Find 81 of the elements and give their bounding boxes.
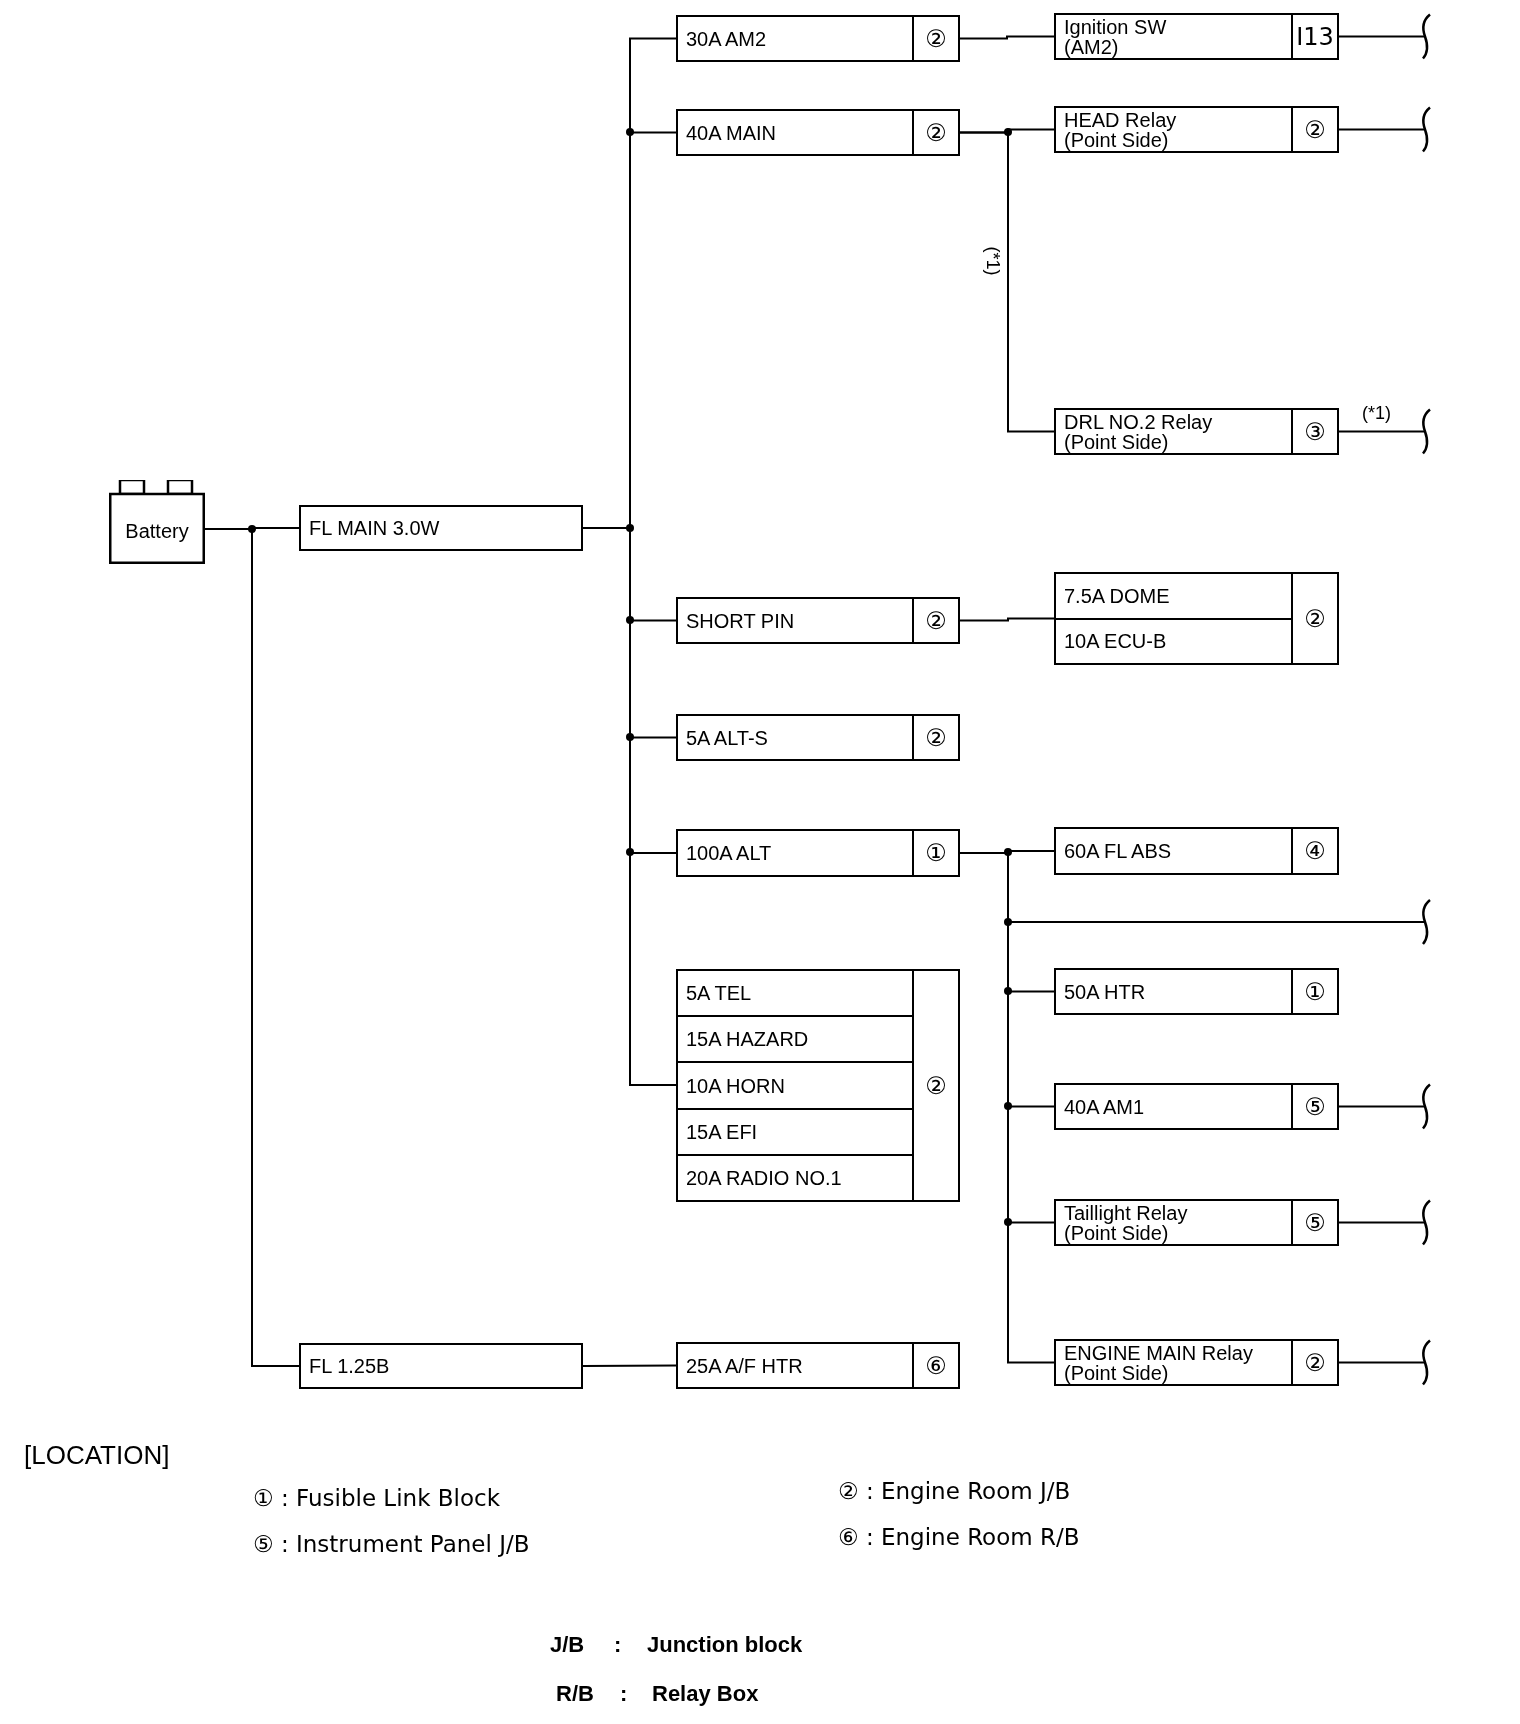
location-number: ② [1291,1341,1337,1384]
location-number: ② [912,716,958,759]
fuse-box [1054,1083,1339,1130]
location-number: ① [912,831,958,875]
location-number: ⑤ [1291,1085,1337,1128]
fuse-box [676,109,960,156]
fusible-link-box [299,505,583,551]
component-label: FL 1.25B [308,1354,391,1379]
component-label: 100A ALT [685,841,773,866]
fuse-box [1054,13,1339,60]
location-number: ③ [1291,410,1337,453]
fuse-box [1054,106,1339,153]
component-label: 50A HTR [1063,979,1147,1005]
legend-text: ① : Fusible Link Block [253,1485,500,1511]
component-label: 20A RADIO NO.1 [678,1153,912,1200]
location-number: I13 [1291,15,1337,58]
fuse-box [1054,827,1339,875]
component-label: 5A TEL [685,981,753,1007]
location-number: ⑤ [1291,1201,1337,1244]
wire [1338,430,1426,433]
location-number: ① [1291,970,1337,1013]
component-label: Taillight Relay (Point Side) [1063,1201,1189,1244]
component-label: 30A AM2 [685,26,768,52]
component-label: 5A ALT-S [685,725,769,751]
fusible-link-box [299,1343,583,1389]
fuse-box [676,714,960,761]
location-number: ② [912,599,958,642]
location-number: ② [912,111,958,154]
legend-text: : [614,1632,622,1658]
edge-label: (*1) [1362,403,1391,422]
legend-text: Junction block [647,1632,803,1658]
component-label: FL MAIN 3.0W [308,516,441,541]
component-label: 15A EFI [678,1107,912,1154]
component-label: DRL NO.2 Relay (Point Side) [1063,410,1214,453]
component-label: 60A FL ABS [1063,839,1173,864]
component-label: SHORT PIN [685,608,796,634]
location-number: ② [1291,108,1337,151]
fuse-box [676,969,960,1202]
location-number: ⑥ [912,1344,958,1387]
legend-text: ⑥ : Engine Room R/B [838,1524,1080,1550]
fuse-box [1054,1339,1339,1386]
legend-text: ⑤ : Instrument Panel J/B [253,1531,530,1557]
fuse-box [676,829,960,877]
component-label: Ignition SW (AM2) [1063,15,1168,58]
component-label: ENGINE MAIN Relay (Point Side) [1063,1341,1254,1384]
component-label: 40A AM1 [1063,1094,1146,1120]
wire [1338,1221,1426,1224]
wire [1338,1361,1426,1364]
location-number: ② [912,17,958,60]
legend-text: R/B [556,1681,594,1707]
location-number: ② [1291,574,1337,663]
fuse-box [1054,572,1339,665]
component-label: 7.5A DOME [1063,583,1171,609]
fuse-box [676,1342,960,1389]
location-number: ② [912,971,958,1200]
legend-text: J/B [550,1632,585,1658]
legend-text: ② : Engine Room J/B [838,1478,1071,1504]
component-label: Battery [124,520,190,543]
location-number: ④ [1291,829,1337,873]
component-label: 40A MAIN [685,120,778,146]
component-label: 10A ECU-B [1056,617,1291,663]
wire [1338,35,1426,38]
fuse-box [1054,408,1339,455]
component-label: 25A A/F HTR [685,1353,804,1379]
fuse-box [676,15,960,62]
legend-text: Relay Box [652,1681,759,1707]
wire [959,35,1055,40]
wire [959,131,1055,433]
component-label: HEAD Relay (Point Side) [1063,108,1178,151]
wire [582,1364,677,1367]
component-label: 10A HORN [678,1061,912,1108]
legend-text: : [620,1681,628,1707]
fuse-box [1054,968,1339,1015]
wire [1338,128,1426,131]
fuse-box [1054,1199,1339,1246]
legend-text: [LOCATION] [24,1440,170,1471]
fuse-box [676,597,960,644]
edge-label: (*1) [983,246,1002,276]
wire [959,617,1055,622]
component-label: 15A HAZARD [678,1015,912,1062]
wire [1338,1105,1426,1108]
